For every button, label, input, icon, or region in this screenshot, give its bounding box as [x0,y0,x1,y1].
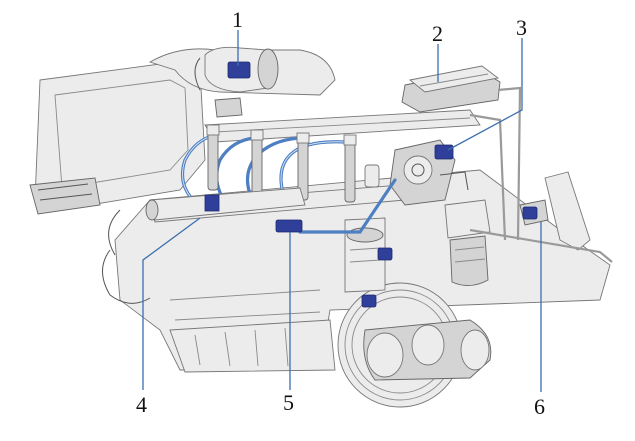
rail-pressure-sensor [275,219,303,233]
callout-1: 1 [232,7,243,32]
starter-motor [363,319,492,381]
ecu-control-unit [401,65,522,241]
accelerator-pedal [469,171,613,263]
sensor [361,294,377,308]
leader-line-4 [142,217,201,390]
callout-6: 6 [534,394,545,419]
callout-5: 5 [283,390,294,415]
air-mass-meter [194,46,279,93]
callout-labels: 1 2 3 4 5 6 [136,7,545,419]
leader-line-3 [447,38,523,151]
common-rail [145,187,306,221]
injector [343,134,357,203]
sensor [377,247,393,261]
injector [250,129,264,196]
callout-2: 2 [432,21,443,46]
leader-lines [142,30,542,392]
high-pressure-pump [389,139,469,206]
injector [206,124,220,191]
sensors [361,247,393,308]
fuel-filter [444,199,491,286]
injectors [206,124,380,203]
callout-3: 3 [516,15,527,40]
callout-4: 4 [136,392,147,417]
